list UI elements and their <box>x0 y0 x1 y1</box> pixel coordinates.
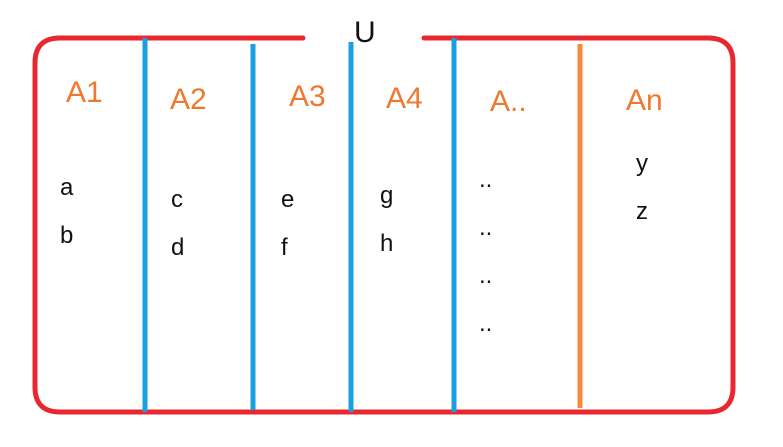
element-z: z <box>636 198 648 225</box>
element-ellipsis-2: .. <box>479 214 493 241</box>
element-a: a <box>60 174 74 201</box>
element-ellipsis-1: .. <box>479 166 493 193</box>
partition-label-an: An <box>626 84 663 117</box>
element-b: b <box>60 222 74 249</box>
element-ellipsis-4: .. <box>479 310 493 337</box>
element-h: h <box>380 230 394 257</box>
partition-label-a1: A1 <box>66 76 103 109</box>
universe-label: U <box>354 16 376 49</box>
universe-border <box>32 35 736 415</box>
element-y: y <box>636 150 648 177</box>
element-ellipsis-3: .. <box>479 262 493 289</box>
partition-label-a3: A3 <box>289 80 326 113</box>
partition-label-a-ellipsis: A.. <box>490 85 527 118</box>
partition-label-a4: A4 <box>386 82 423 115</box>
element-f: f <box>281 234 288 261</box>
element-c: c <box>171 186 183 213</box>
element-e: e <box>281 186 295 213</box>
element-g: g <box>380 182 394 209</box>
element-d: d <box>171 234 185 261</box>
partition-label-a2: A2 <box>170 83 207 116</box>
